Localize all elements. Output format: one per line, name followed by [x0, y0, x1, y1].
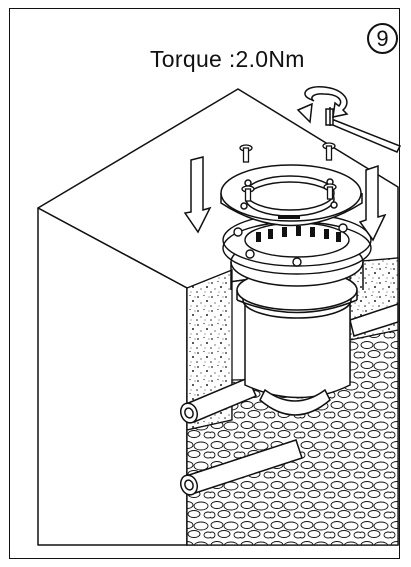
top-flange — [220, 164, 363, 227]
figure-frame — [9, 8, 400, 559]
downward-arrow-icon — [183, 156, 212, 234]
torque-label: Torque :2.0Nm — [150, 46, 305, 72]
drain-pipes — [179, 302, 399, 496]
downward-arrow-icon — [358, 164, 387, 242]
adjustment-ring — [222, 213, 372, 275]
flange-screws — [239, 142, 337, 202]
rotation-arrow-icon — [296, 86, 349, 124]
torque-wrench-icon — [325, 107, 402, 153]
step-number-badge: 9 — [367, 23, 398, 54]
